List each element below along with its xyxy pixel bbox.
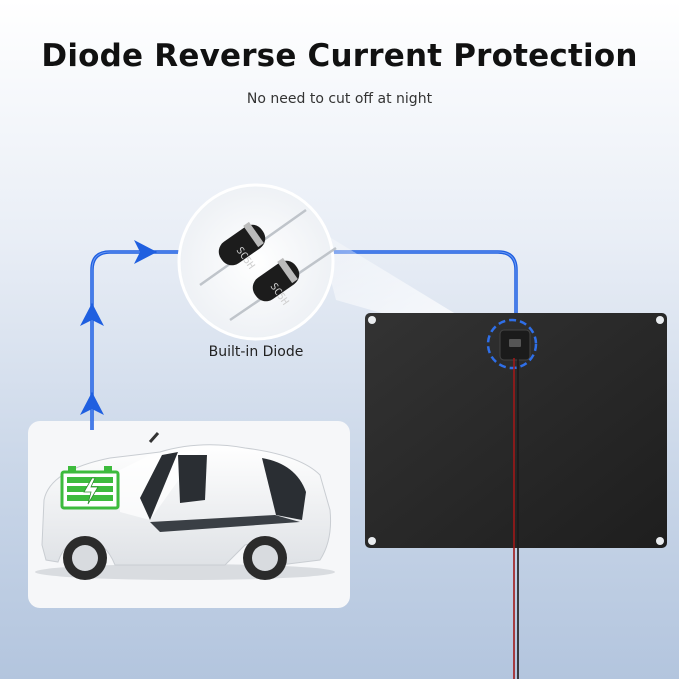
charge-bolt-icon: [83, 477, 99, 505]
page-subtitle: No need to cut off at night: [246, 91, 433, 107]
flow-arrow-icon: [134, 240, 157, 264]
output-cable: [513, 358, 519, 679]
diode-magnifier: SC5H SC5H: [177, 183, 337, 341]
page-title: Diode Reverse Current Protection: [41, 38, 638, 74]
solar-panel: [365, 313, 667, 548]
diode-label: Built-in Diode: [208, 344, 304, 360]
flow-arrow-icon: [80, 392, 104, 415]
flow-arrow-icon: [80, 303, 104, 326]
junction-highlight-ring: [486, 318, 538, 370]
